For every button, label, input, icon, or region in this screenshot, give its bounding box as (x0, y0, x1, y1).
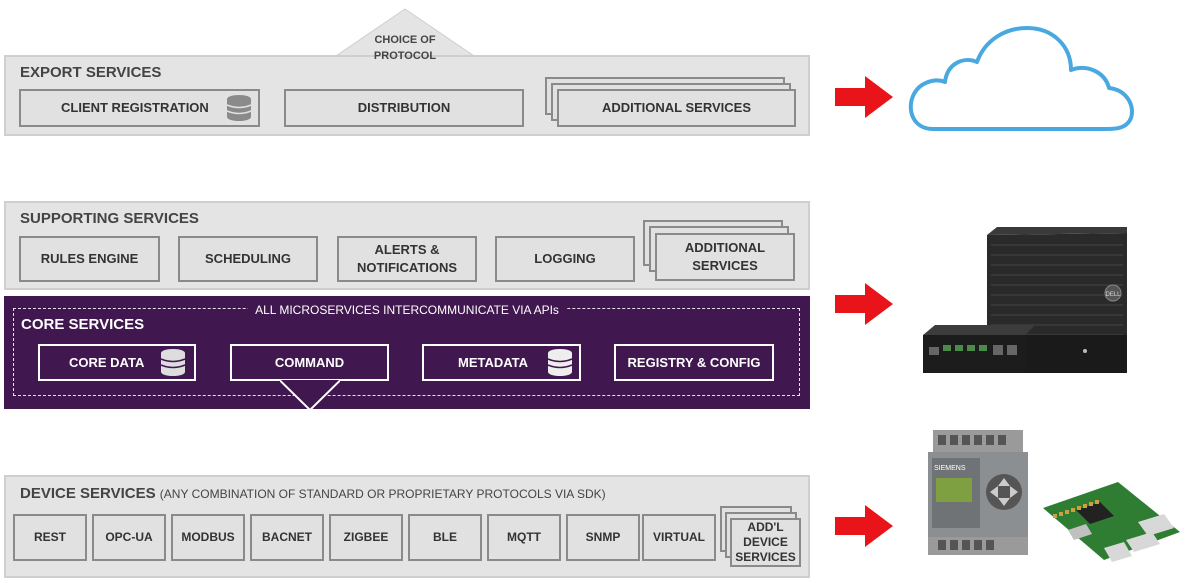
device-services-title-row: DEVICE SERVICES (ANY COMBINATION OF STAN… (20, 485, 606, 502)
dell-logo: DELL (1105, 292, 1121, 298)
alerts-notifications-box[interactable]: ALERTS & NOTIFICATIONS (337, 236, 477, 282)
choice-of-protocol-tab (330, 8, 480, 60)
device-modbus-box[interactable]: MODBUS (171, 514, 245, 561)
client-registration-label: CLIENT REGISTRATION (61, 100, 209, 115)
scheduling-box[interactable]: SCHEDULING (178, 236, 318, 282)
cloud-icon (908, 26, 1134, 131)
device-virtual-box[interactable]: VIRTUAL (642, 514, 716, 561)
device-virtual-label: VIRTUAL (653, 530, 705, 544)
rules-engine-label: RULES ENGINE (40, 251, 139, 266)
supporting-services-title: SUPPORTING SERVICES (20, 210, 199, 227)
device-ble-label: BLE (433, 530, 457, 544)
device-ble-box[interactable]: BLE (408, 514, 482, 561)
additional-services-box[interactable]: ADDITIONAL SERVICES (557, 89, 796, 127)
metadata-label: METADATA (458, 355, 529, 370)
arrow-right-icon (835, 283, 893, 325)
device-services-title: DEVICE SERVICES (20, 485, 156, 502)
device-rest-label: REST (33, 530, 66, 544)
siemens-logo: SIEMENS (934, 465, 966, 472)
distribution-label: DISTRIBUTION (357, 100, 451, 115)
command-box[interactable]: COMMAND (230, 344, 389, 381)
choice-of-protocol-label: CHOICE OF PROTOCOL (373, 34, 437, 62)
device-zigbee-box[interactable]: ZIGBEE (329, 514, 403, 561)
logging-label: LOGGING (534, 251, 596, 266)
edge-gateway-image: DELL (923, 227, 1127, 373)
scheduling-label: SCHEDULING (205, 251, 291, 266)
registry-config-label: REGISTRY & CONFIG (627, 355, 761, 370)
device-addl-services-box[interactable]: ADD'L DEVICE SERVICES (730, 518, 801, 567)
device-bacnet-label: BACNET (262, 530, 312, 544)
logging-box[interactable]: LOGGING (495, 236, 635, 282)
device-mqtt-label: MQTT (507, 530, 541, 544)
device-zigbee-label: ZIGBEE (343, 530, 389, 544)
client-registration-box[interactable]: CLIENT REGISTRATION (19, 89, 260, 127)
command-label: COMMAND (274, 355, 345, 370)
device-bacnet-box[interactable]: BACNET (250, 514, 324, 561)
device-services-note: (ANY COMBINATION OF STANDARD OR PROPRIET… (159, 487, 606, 501)
export-services-title: EXPORT SERVICES (20, 64, 162, 81)
device-addl-services-label: ADD'L DEVICE SERVICES (735, 520, 796, 564)
supporting-additional-services-label: ADDITIONAL SERVICES (684, 240, 766, 273)
database-icon (226, 95, 252, 121)
additional-services-label: ADDITIONAL SERVICES (601, 100, 752, 115)
database-icon (160, 349, 186, 376)
device-snmp-box[interactable]: SNMP (566, 514, 640, 561)
core-data-label: CORE DATA (69, 355, 145, 370)
command-pointer (280, 380, 340, 412)
supporting-additional-services-box[interactable]: ADDITIONAL SERVICES (655, 233, 795, 281)
arrow-right-icon (835, 505, 893, 547)
device-snmp-label: SNMP (585, 530, 621, 544)
microservices-banner: ALL MICROSERVICES INTERCOMMUNICATE VIA A… (248, 302, 566, 318)
plc-and-pi-image: SIEMENS (928, 430, 1180, 562)
registry-config-box[interactable]: REGISTRY & CONFIG (614, 344, 774, 381)
device-rest-box[interactable]: REST (13, 514, 87, 561)
device-modbus-label: MODBUS (181, 530, 235, 544)
device-opc-ua-label: OPC-UA (105, 530, 153, 544)
device-opc-ua-box[interactable]: OPC-UA (92, 514, 166, 561)
alerts-notifications-label: ALERTS & NOTIFICATIONS (356, 242, 458, 275)
distribution-box[interactable]: DISTRIBUTION (284, 89, 524, 127)
arrow-right-icon (835, 76, 893, 118)
database-icon (547, 349, 573, 376)
device-mqtt-box[interactable]: MQTT (487, 514, 561, 561)
rules-engine-box[interactable]: RULES ENGINE (19, 236, 160, 282)
core-services-title: CORE SERVICES (21, 316, 145, 333)
